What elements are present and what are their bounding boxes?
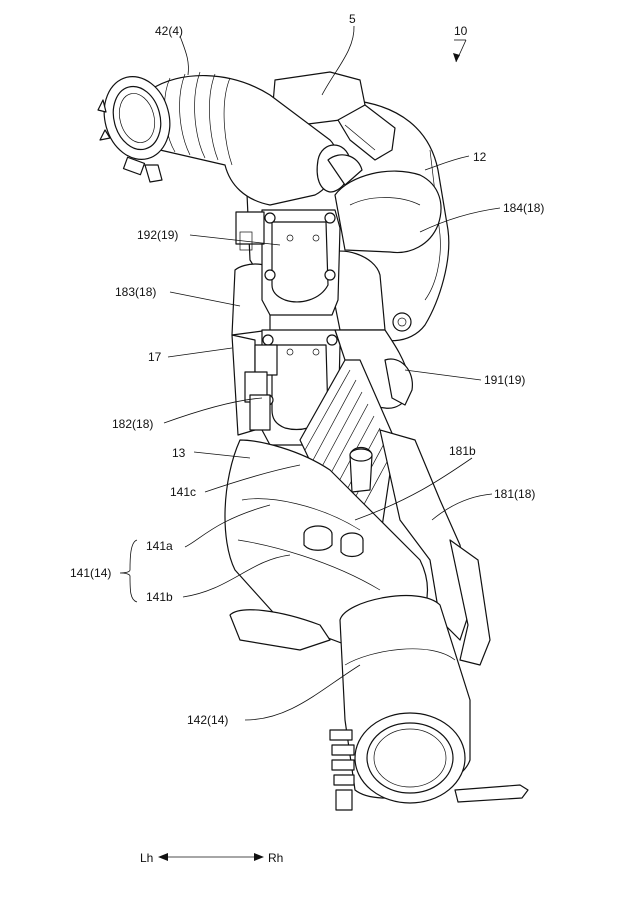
label-5: 5	[349, 12, 356, 26]
pipe-183	[231, 250, 386, 336]
direction-indicator: Lh Rh	[140, 851, 283, 865]
valve-182	[244, 329, 341, 446]
housing-5	[271, 71, 396, 161]
label-141: 141(14)	[70, 566, 111, 580]
label-183: 183(18)	[115, 285, 156, 299]
catalyst-141	[224, 439, 429, 651]
label-13: 13	[172, 446, 186, 460]
label-142: 142(14)	[187, 713, 228, 727]
label-192: 192(19)	[137, 228, 178, 242]
arrow-left-icon	[158, 853, 168, 861]
label-12: 12	[473, 150, 487, 164]
label-181b: 181b	[449, 444, 476, 458]
arrow-10	[453, 39, 467, 63]
label-182: 182(18)	[112, 417, 153, 431]
leader-lines	[119, 25, 501, 721]
direction-left-label: Lh	[140, 851, 153, 865]
label-141c: 141c	[170, 485, 196, 499]
label-17: 17	[148, 350, 162, 364]
label-184: 184(18)	[503, 201, 544, 215]
label-181: 181(18)	[494, 487, 535, 501]
arrow-right-icon	[254, 853, 264, 861]
catalyst-142	[329, 594, 529, 811]
direction-right-label: Rh	[268, 851, 283, 865]
pipe-184	[327, 154, 442, 254]
label-191: 191(19)	[484, 373, 525, 387]
pipe-181	[349, 429, 491, 666]
reference-labels: 10 5 42(4) 12 184(18) 192(19) 183(18) 17…	[70, 12, 544, 727]
pipe-191	[334, 329, 413, 409]
label-141b: 141b	[146, 590, 173, 604]
valve-192	[235, 209, 341, 316]
label-42: 42(4)	[155, 24, 183, 38]
label-141a: 141a	[146, 539, 173, 553]
label-10: 10	[454, 24, 468, 38]
